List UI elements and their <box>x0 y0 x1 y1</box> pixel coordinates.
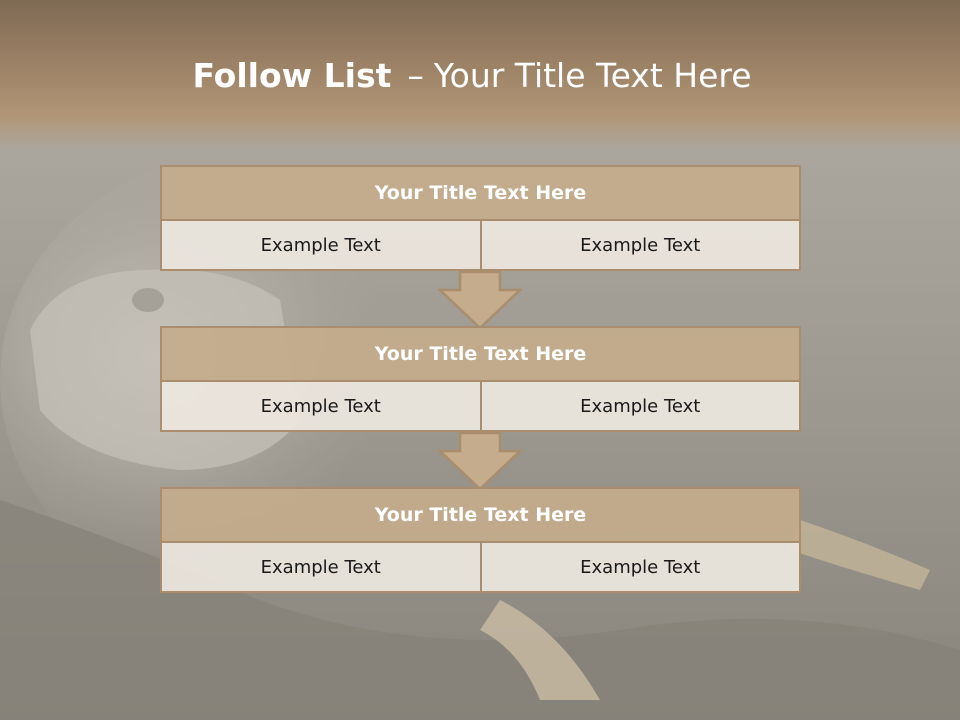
step-cell-left: Example Text <box>160 382 482 432</box>
step-cell-right: Example Text <box>481 382 801 432</box>
step-cell-right: Example Text <box>481 543 801 593</box>
down-arrow-icon <box>438 431 522 491</box>
step-cell-left: Example Text <box>160 543 482 593</box>
step-row: Example Text Example Text <box>160 382 801 432</box>
down-arrow-icon <box>438 270 522 330</box>
step-row: Example Text Example Text <box>160 221 801 271</box>
slide-title-separator: – <box>407 56 424 95</box>
step-block-1: Your Title Text Here Example Text Exampl… <box>160 165 801 271</box>
slide-title: Follow List–Your Title Text Here <box>0 54 944 98</box>
slide-title-rest: Your Title Text Here <box>433 56 752 95</box>
step-cell-right: Example Text <box>481 221 801 271</box>
step-title: Your Title Text Here <box>160 165 801 221</box>
title-band <box>0 0 960 150</box>
step-block-3: Your Title Text Here Example Text Exampl… <box>160 487 801 593</box>
step-block-2: Your Title Text Here Example Text Exampl… <box>160 326 801 432</box>
step-row: Example Text Example Text <box>160 543 801 593</box>
slide-title-bold: Follow List <box>192 56 392 95</box>
step-title: Your Title Text Here <box>160 326 801 382</box>
step-cell-left: Example Text <box>160 221 482 271</box>
step-title: Your Title Text Here <box>160 487 801 543</box>
